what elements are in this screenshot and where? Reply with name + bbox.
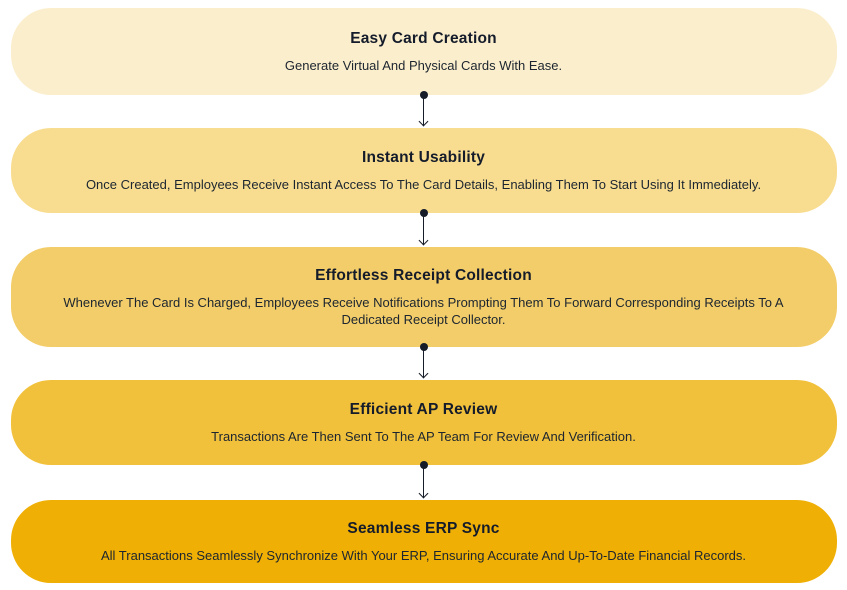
step-description: Whenever The Card Is Charged, Employees …	[63, 294, 784, 327]
step-card-effortless-receipt-collection: Effortless Receipt Collection Whenever T…	[10, 247, 837, 347]
connector-arrow-4	[418, 461, 429, 500]
connector-line	[422, 468, 425, 498]
step-title: Seamless ERP Sync	[347, 519, 500, 537]
step-title: Instant Usability	[361, 148, 486, 166]
connector-dot-icon	[419, 461, 428, 469]
connector-dot-icon	[419, 209, 428, 217]
connector-arrow-1	[418, 91, 429, 128]
arrow-down-icon	[418, 368, 429, 379]
connector-arrow-3	[418, 343, 429, 380]
connector-arrow-2	[418, 209, 429, 247]
step-title: Efficient AP Review	[349, 400, 498, 418]
step-title: Easy Card Creation	[350, 29, 497, 47]
step-card-efficient-ap-review: Efficient AP Review Transactions Are The…	[10, 380, 837, 465]
connector-line	[422, 98, 425, 126]
arrow-down-icon	[418, 116, 429, 127]
connector-dot-icon	[419, 91, 428, 99]
arrow-down-icon	[418, 235, 429, 246]
connector-line	[422, 216, 425, 245]
step-description: Once Created, Employees Receive Instant …	[85, 176, 762, 192]
connector-dot-icon	[419, 343, 428, 351]
step-description: Generate Virtual And Physical Cards With…	[284, 57, 563, 73]
step-card-easy-card-creation: Easy Card Creation Generate Virtual And …	[10, 8, 837, 95]
arrow-down-icon	[418, 488, 429, 499]
step-card-instant-usability: Instant Usability Once Created, Employee…	[10, 128, 837, 213]
step-card-seamless-erp-sync: Seamless ERP Sync All Transactions Seaml…	[10, 500, 837, 583]
step-description: Transactions Are Then Sent To The AP Tea…	[211, 428, 636, 444]
step-description: All Transactions Seamlessly Synchronize …	[100, 547, 746, 563]
step-title: Effortless Receipt Collection	[315, 266, 532, 284]
connector-line	[422, 350, 425, 378]
